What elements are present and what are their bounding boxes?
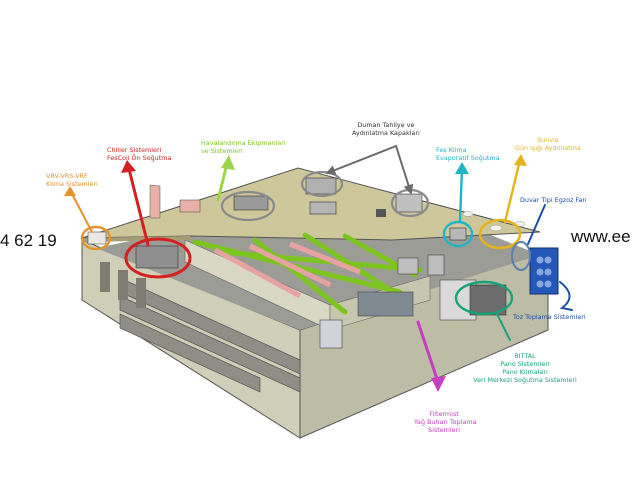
fes-label-line2: Evaporatif Soğutma bbox=[436, 154, 500, 162]
website-fragment: www.ee bbox=[571, 227, 631, 246]
filtermist-label-line2: Yağ Buharı Toplama bbox=[414, 418, 477, 426]
wall-windows bbox=[100, 262, 146, 308]
fes-leader bbox=[458, 166, 464, 224]
dust-collector bbox=[529, 247, 559, 295]
toz-label-line1: Toz Toplama Sistemleri bbox=[513, 313, 586, 321]
toz-label: Toz Toplama Sistemleri bbox=[513, 313, 586, 321]
rittal-label-line3: Pano Klimaları bbox=[502, 368, 548, 376]
havalandirma-label-line1: Havalandırma Ekipmanları bbox=[201, 139, 286, 147]
rittal-label-line4: Veri Merkezi Soğutma Sistemleri bbox=[473, 376, 577, 384]
chiller-ring bbox=[124, 237, 192, 279]
chiller-arrowhead bbox=[121, 160, 136, 173]
rittal-ring bbox=[454, 280, 514, 316]
filtermist-leader bbox=[416, 320, 440, 384]
sunvia-leader bbox=[503, 158, 522, 224]
vrv-label: VRV-VRS-VRF Klima Sistemleri bbox=[46, 172, 98, 188]
vrv-label-line1: VRV-VRS-VRF bbox=[46, 172, 88, 180]
havalandirma-label: Havalandırma Ekipmanları ve Sistemleri bbox=[201, 139, 286, 155]
filtermist-label-line1: Filtermist bbox=[429, 410, 459, 418]
duvar-leader bbox=[527, 204, 546, 245]
havalandirma-arrowhead bbox=[221, 155, 235, 170]
sunvia-label: Sunvia Gün ışığı Aydınlatma bbox=[515, 136, 581, 152]
rittal-label: RITTAL Pano Sistemleri Pano Klimaları Ve… bbox=[470, 352, 580, 384]
pink-ducts bbox=[213, 241, 361, 299]
sunvia-label-line2: Gün ışığı Aydınlatma bbox=[515, 144, 581, 152]
sunvia-label-line1: Sunvia bbox=[537, 136, 559, 144]
phone-number-fragment: 4 62 19 bbox=[0, 231, 57, 250]
duman-label: Duman Tahliye ve Aydınlatma Kapakları bbox=[352, 121, 420, 137]
duvar-ring bbox=[511, 241, 531, 271]
vrv-label-line2: Klima Sistemleri bbox=[46, 180, 98, 188]
sunvia-arrowhead bbox=[514, 154, 527, 166]
storage-racks bbox=[119, 277, 301, 393]
chiller-label: Chiller Sistemleri FesCoil Ön Soğutma bbox=[107, 146, 171, 162]
chiller-label-line1: Chiller Sistemleri bbox=[107, 146, 162, 154]
duvar-label: Duvar Tipi Egzoz Fan bbox=[520, 196, 586, 204]
vrv-ring bbox=[80, 225, 112, 251]
duvar-label-line1: Duvar Tipi Egzoz Fan bbox=[520, 196, 587, 204]
vrv-leader bbox=[69, 189, 93, 233]
chiller-label-line2: FesCoil Ön Soğutma bbox=[107, 154, 172, 162]
duman-ring-1 bbox=[300, 170, 344, 198]
duman-leader-1 bbox=[325, 145, 397, 175]
fes-label-line1: Fes Klima bbox=[436, 146, 467, 154]
rittal-label-line2: Pano Sistemleri bbox=[500, 360, 550, 368]
duman-label-line2: Aydınlatma Kapakları bbox=[352, 129, 420, 137]
chiller-leader bbox=[126, 163, 150, 247]
havalandirma-ring bbox=[220, 190, 276, 222]
fes-arrowhead bbox=[455, 162, 469, 174]
havalandirma-label-line2: ve Sistemleri bbox=[201, 147, 243, 155]
filtermist-arrowhead bbox=[431, 376, 446, 392]
duman-label-line1: Duman Tahliye ve bbox=[357, 121, 415, 129]
toz-leader bbox=[559, 281, 573, 311]
rittal-leader bbox=[495, 311, 511, 341]
leader-lines bbox=[64, 145, 573, 392]
vrv-arrowhead bbox=[64, 186, 76, 196]
filtermist-label: Filtermist Yağ Buharı Toplama Sistemleri bbox=[414, 410, 477, 434]
sunvia-ring bbox=[478, 218, 522, 250]
fes-ring bbox=[442, 220, 474, 248]
fes-label: Fes Klima Evaporatif Soğutma bbox=[436, 146, 500, 162]
filtermist-label-line3: Sistemleri bbox=[428, 426, 460, 434]
rittal-label-line1: RITTAL bbox=[514, 352, 536, 360]
duman-leader-2 bbox=[395, 145, 414, 195]
